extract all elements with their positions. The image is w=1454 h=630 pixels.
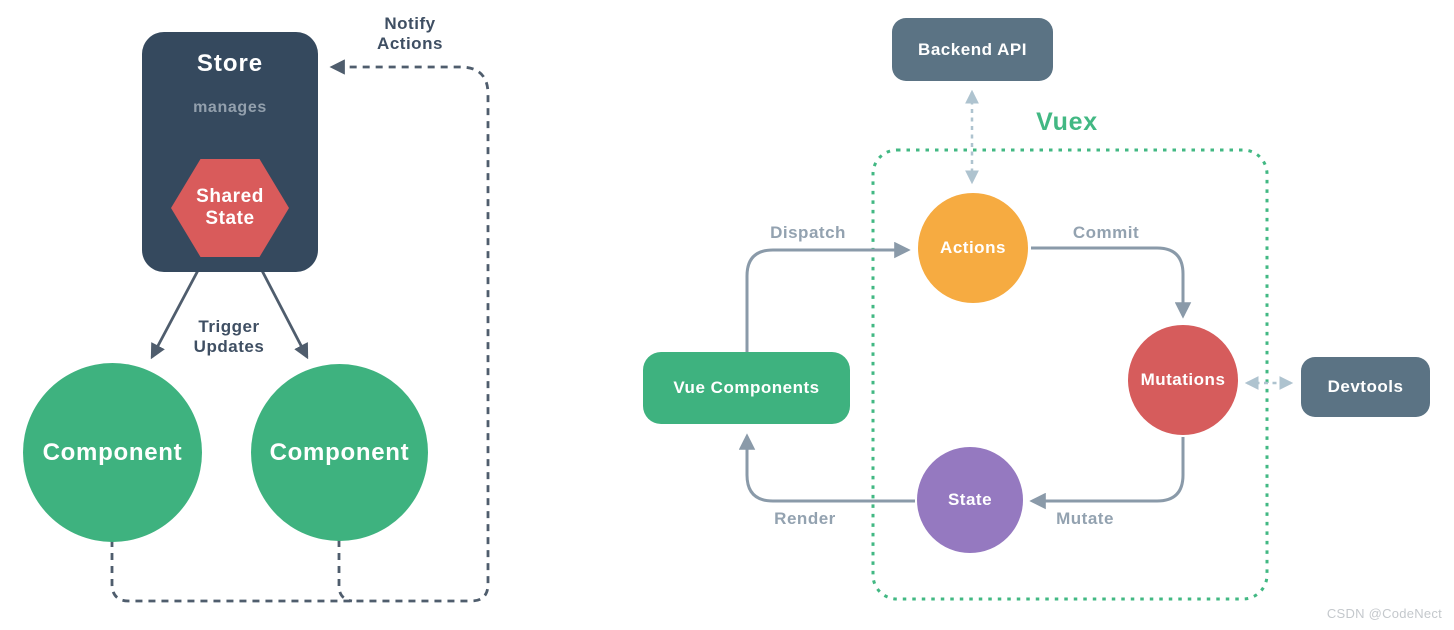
trigger-arrow-left: [150, 260, 205, 360]
shared-state-label: Shared State: [196, 186, 264, 229]
backend-api-box: Backend API: [892, 18, 1053, 81]
devtools-label: Devtools: [1327, 377, 1404, 396]
dispatch-arrow: [745, 241, 911, 352]
commit-arrow: [1031, 246, 1192, 319]
component-circle-1: Component: [23, 363, 202, 542]
mutate-label: Mutate: [1056, 509, 1114, 528]
trigger-updates-label: Trigger Updates: [193, 317, 265, 356]
state-label: State: [947, 490, 993, 509]
notify-actions-branch: [337, 540, 353, 603]
vue-components-label: Vue Components: [673, 378, 820, 397]
store-title: Store: [196, 50, 264, 77]
watermark: CSDN @CodeNect: [1326, 606, 1442, 621]
dispatch-label: Dispatch: [770, 223, 846, 242]
mutations-circle: Mutations: [1128, 325, 1238, 435]
trigger-arrow-right: [255, 260, 309, 360]
devtools-box: Devtools: [1301, 357, 1430, 417]
component-label: Component: [269, 438, 410, 466]
notify-actions-label: Notify Actions: [377, 14, 443, 53]
mutations-label: Mutations: [1140, 370, 1226, 389]
render-arrow: [738, 433, 915, 503]
vuex-boundary: [871, 148, 1269, 601]
mutate-arrow: [1029, 437, 1185, 510]
state-circle: State: [917, 447, 1023, 553]
commit-label: Commit: [1072, 223, 1140, 242]
notify-actions-connector: [110, 59, 490, 603]
actions-circle: Actions: [918, 193, 1028, 303]
render-label: Render: [774, 509, 836, 528]
actions-label: Actions: [940, 238, 1006, 257]
component-label: Component: [42, 438, 183, 466]
vuex-title: Vuex: [1036, 108, 1098, 136]
manages-label: manages: [193, 99, 267, 116]
vue-components-box: Vue Components: [643, 352, 850, 424]
component-circle-2: Component: [251, 364, 428, 541]
backend-api-label: Backend API: [918, 39, 1027, 59]
